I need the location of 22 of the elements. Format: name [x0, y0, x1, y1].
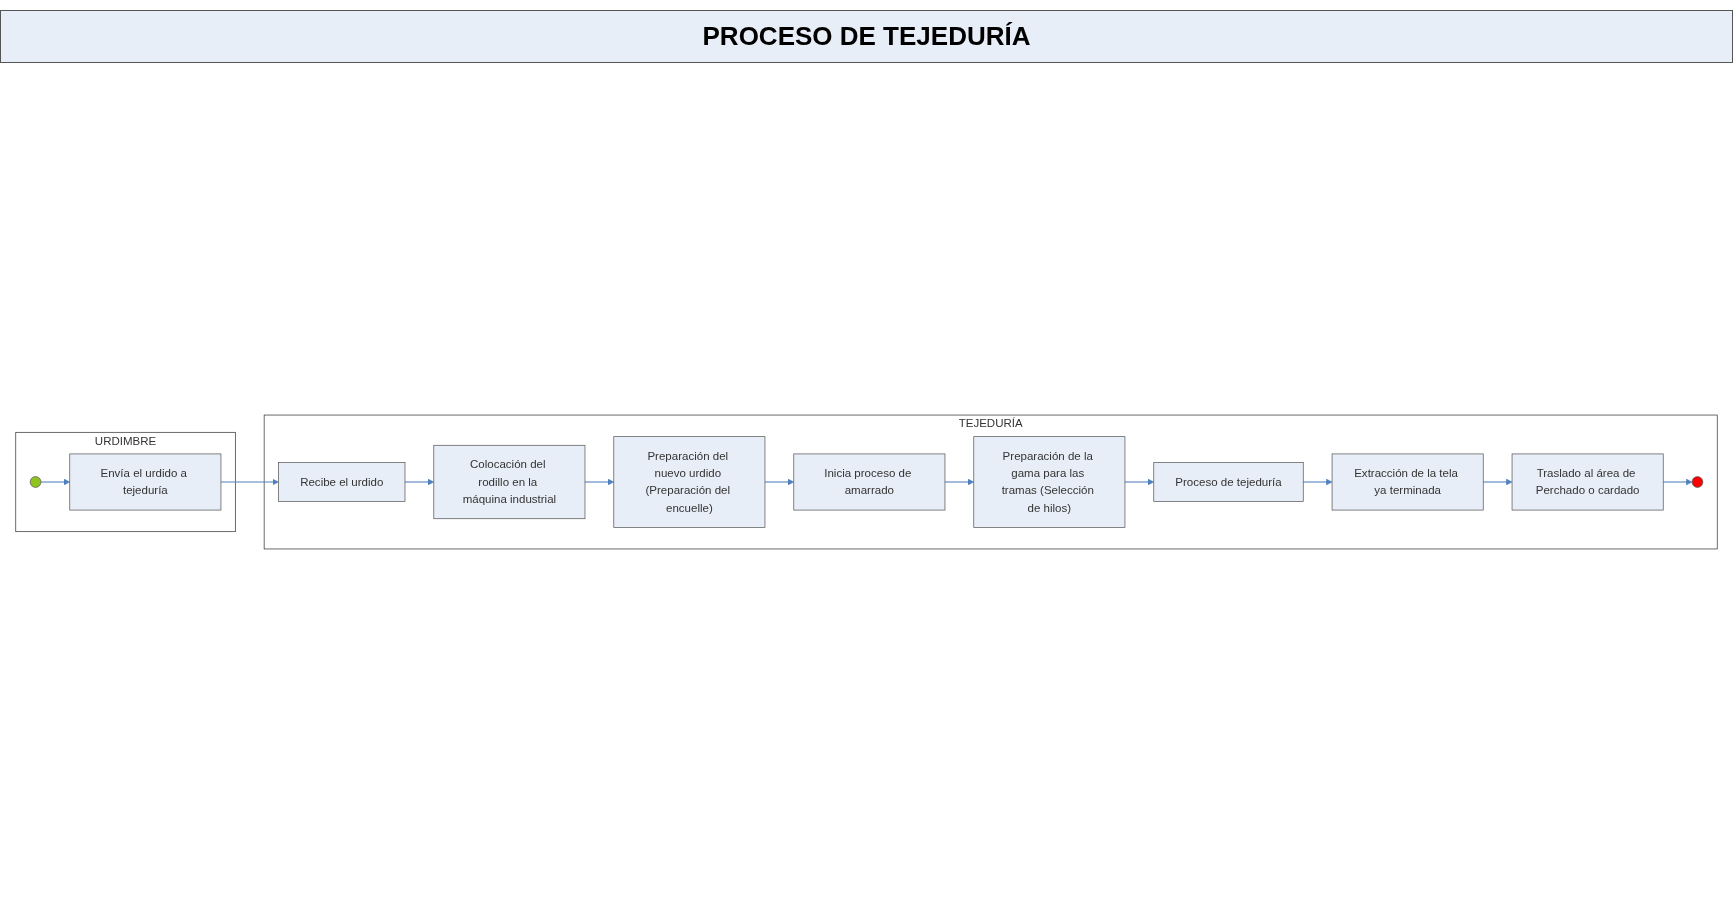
node-box: Extracción de la tela ya terminada: [1331, 453, 1484, 511]
arrow: [1662, 478, 1693, 486]
arrow: [944, 478, 975, 486]
node-box: Colocación del rodillo en la máquina industrial: [433, 444, 586, 520]
arrow: [764, 478, 795, 486]
arrow: [1302, 478, 1333, 486]
arrow: [404, 478, 435, 486]
node-box: Preparación de la gama para las tramas (Selección de hilos): [973, 436, 1126, 528]
node-box: Preparación del nuevo urdido (Preparación del encuelle): [613, 436, 766, 528]
node-circle: [29, 476, 42, 488]
arrow: [1482, 478, 1513, 486]
diagram-title: PROCESO DE TEJEDURÍA: [0, 10, 1733, 63]
node-box: Proceso de tejeduría: [1153, 462, 1304, 502]
arrow: [1124, 478, 1155, 486]
arrow: [220, 478, 279, 486]
node-box: Envía el urdido a tejeduría: [69, 453, 222, 511]
node-box: Traslado al área de Perchado o cardado: [1511, 453, 1664, 511]
arrow: [40, 478, 71, 486]
node-box: Recibe el urdido: [278, 462, 406, 502]
node-circle: [1691, 476, 1704, 488]
node-box: Inicia proceso de amarrado: [793, 453, 946, 511]
arrow: [584, 478, 615, 486]
